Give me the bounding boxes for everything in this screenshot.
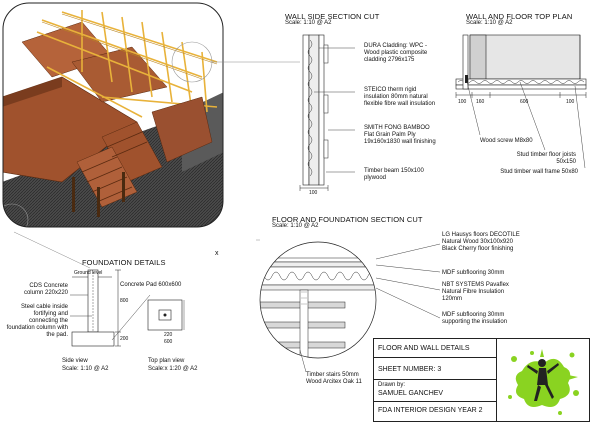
foundation-note-pad: Concrete Pad 600x600 bbox=[120, 282, 182, 288]
title-block: FLOOR AND WALL DETAILS SHEET NUMBER: 3 D… bbox=[373, 338, 590, 422]
wall-side-dim: 100 bbox=[309, 190, 318, 196]
top-plan-dim-2: 160 bbox=[476, 99, 485, 105]
top-plan-title: WALL AND FLOOR TOP PLAN bbox=[466, 12, 573, 21]
floor-note-stairs: Timber stairs 50mm Wood Arcitex Oak 11 bbox=[306, 372, 362, 385]
foundation-note-cable: Steel cable inside fortifying and connec… bbox=[6, 304, 68, 338]
floor-note-mdf-top: MDF subflooring 30mm bbox=[442, 270, 505, 276]
wall-side-note-cladding: DURA Cladding: WPC - Wood plastic compos… bbox=[364, 43, 428, 63]
foundation-dim-600: 600 bbox=[164, 339, 173, 345]
foundation-note-column: CDS Concrete column 220x220 bbox=[23, 283, 68, 296]
floor-note-finish: LG Hausys floors DECOTILE Natural Wood 3… bbox=[442, 232, 520, 252]
drawing-title: FLOOR AND WALL DETAILS bbox=[378, 345, 470, 352]
foundation-title: FOUNDATION DETAILS bbox=[82, 258, 166, 267]
top-plan-dim-4: 100 bbox=[566, 99, 575, 105]
top-view-label: Top plan view bbox=[148, 358, 185, 364]
side-view-label: Side view bbox=[62, 358, 88, 364]
floor-section-title: FLOOR AND FOUNDATION SECTION CUT bbox=[272, 215, 423, 224]
author-name: SAMUEL GANCHEV bbox=[378, 390, 444, 397]
wall-side-note-beam: Timber beam 150x100 plywood bbox=[364, 168, 424, 181]
floor-note-insulation: NBT SYSTEMS Pavaflex Natural Fibre Insul… bbox=[442, 282, 509, 302]
x-marker: x bbox=[215, 250, 219, 257]
floor-note-mdf-bottom: MDF subflooring 30mm supporting the insu… bbox=[442, 312, 508, 325]
paint-splash-figure-icon bbox=[502, 341, 586, 419]
top-plan-dim-1: 100 bbox=[458, 99, 467, 105]
axonometric-view bbox=[2, 2, 224, 228]
wall-side-note-bamboo: SMITH FONG BAMBOO Flat Grain Palm Ply 19… bbox=[364, 125, 436, 145]
top-plan-dim-3: 600 bbox=[520, 99, 529, 105]
foundation-dim-800: 800 bbox=[120, 298, 129, 304]
title-block-divider bbox=[496, 339, 497, 421]
title-block-rule-1 bbox=[374, 357, 496, 358]
title-block-rule-3 bbox=[374, 401, 496, 402]
foundation-dim-200: 200 bbox=[120, 336, 129, 342]
wall-side-title: WALL SIDE SECTION CUT bbox=[285, 12, 380, 21]
side-view-scale: Scale: 1:10 @ A2 bbox=[62, 366, 109, 372]
top-plan-note-screw: Wood screw M8x80 bbox=[480, 138, 533, 144]
course-name: FDA INTERIOR DESIGN YEAR 2 bbox=[378, 407, 483, 414]
title-block-rule-2 bbox=[374, 379, 496, 380]
sheet-number: SHEET NUMBER: 3 bbox=[378, 366, 442, 373]
foundation-dim-220: 220 bbox=[164, 332, 173, 338]
wall-side-note-insulation: STEICO therm rigid insulation 80mm natur… bbox=[364, 87, 436, 107]
top-view-scale: Scale:x 1:20 @ A2 bbox=[148, 366, 198, 372]
top-plan-scale: Scale: 1:10 @ A2 bbox=[466, 20, 513, 26]
ground-level-label: Ground level bbox=[74, 270, 103, 276]
wall-side-scale: Scale: 1:10 @ A2 bbox=[285, 20, 332, 26]
top-plan-note-wall-frame: Stud timber wall frame 50x80 bbox=[500, 169, 578, 175]
top-plan-note-floor-joists: Stud timber floor joists 50x150 bbox=[516, 152, 576, 165]
drawn-by-label: Drawn by: bbox=[378, 382, 406, 388]
floor-section-scale: Scale: 1:10 @ A2 bbox=[272, 223, 319, 229]
